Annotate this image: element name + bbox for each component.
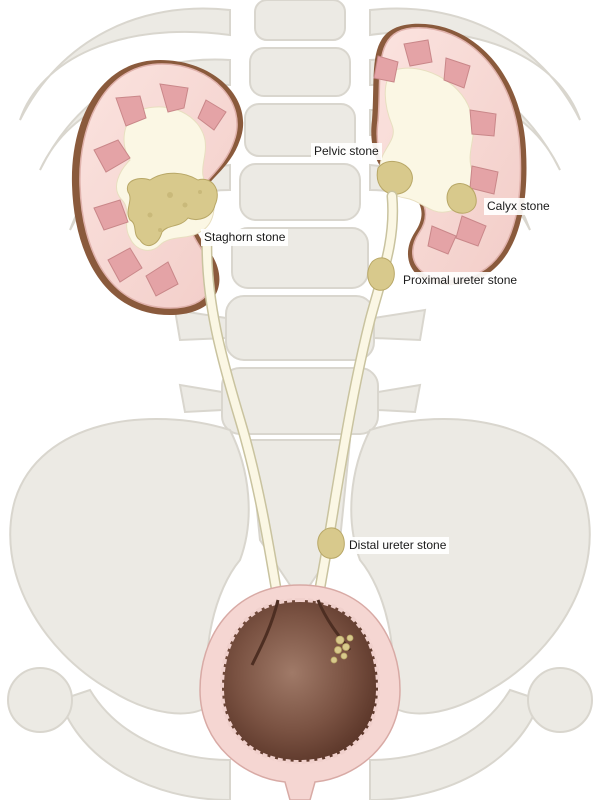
papilla xyxy=(443,57,471,89)
pelvis-right xyxy=(350,417,591,715)
pelvic-stone-label: Pelvic stone xyxy=(311,143,382,160)
vertebra xyxy=(239,163,361,221)
pubis-left xyxy=(58,688,231,802)
papilla xyxy=(373,55,399,83)
bladder xyxy=(199,584,401,801)
pelvis-left xyxy=(9,417,250,715)
papilla xyxy=(427,225,457,255)
rib xyxy=(19,7,231,121)
proximal-ureter-stone xyxy=(367,257,395,291)
calyx-stone-label: Calyx stone xyxy=(484,198,553,215)
papilla xyxy=(93,199,129,231)
ureteral-orifice xyxy=(250,599,280,666)
left-ureter xyxy=(202,231,282,604)
papilla xyxy=(455,215,487,247)
femoral-head-left xyxy=(7,667,73,733)
papilla xyxy=(115,95,147,127)
transverse-process xyxy=(178,383,223,414)
staghorn-stone xyxy=(126,172,218,247)
papilla xyxy=(469,109,497,137)
vertebra xyxy=(249,47,351,97)
papillae xyxy=(373,39,499,255)
vertebra xyxy=(225,295,375,361)
right-kidney xyxy=(371,23,527,286)
transverse-process xyxy=(373,308,427,342)
vertebra xyxy=(254,0,346,41)
pubis-right xyxy=(369,688,542,802)
bladder-stones xyxy=(330,634,354,664)
transverse-process xyxy=(377,383,422,414)
stone-texture xyxy=(147,190,202,232)
staghorn-stone-label: Staghorn stone xyxy=(201,229,289,246)
papilla xyxy=(93,139,131,173)
papilla xyxy=(403,39,433,67)
papilla xyxy=(145,261,179,297)
proximal-ureter-stone-label: Proximal ureter stone xyxy=(400,272,521,289)
papillae xyxy=(93,83,227,297)
calyx-stone xyxy=(446,183,477,214)
bladder-lumen xyxy=(219,597,381,765)
papilla xyxy=(469,165,499,195)
papilla xyxy=(107,247,143,283)
papilla xyxy=(159,83,189,113)
skeleton-background xyxy=(7,0,593,802)
pelvic-stone xyxy=(376,161,413,195)
left-kidney xyxy=(71,60,244,315)
papilla xyxy=(197,99,227,131)
distal-ureter-stone xyxy=(317,527,345,559)
femoral-head-right xyxy=(527,667,593,733)
distal-ureter-stone-label: Distal ureter stone xyxy=(346,537,450,554)
